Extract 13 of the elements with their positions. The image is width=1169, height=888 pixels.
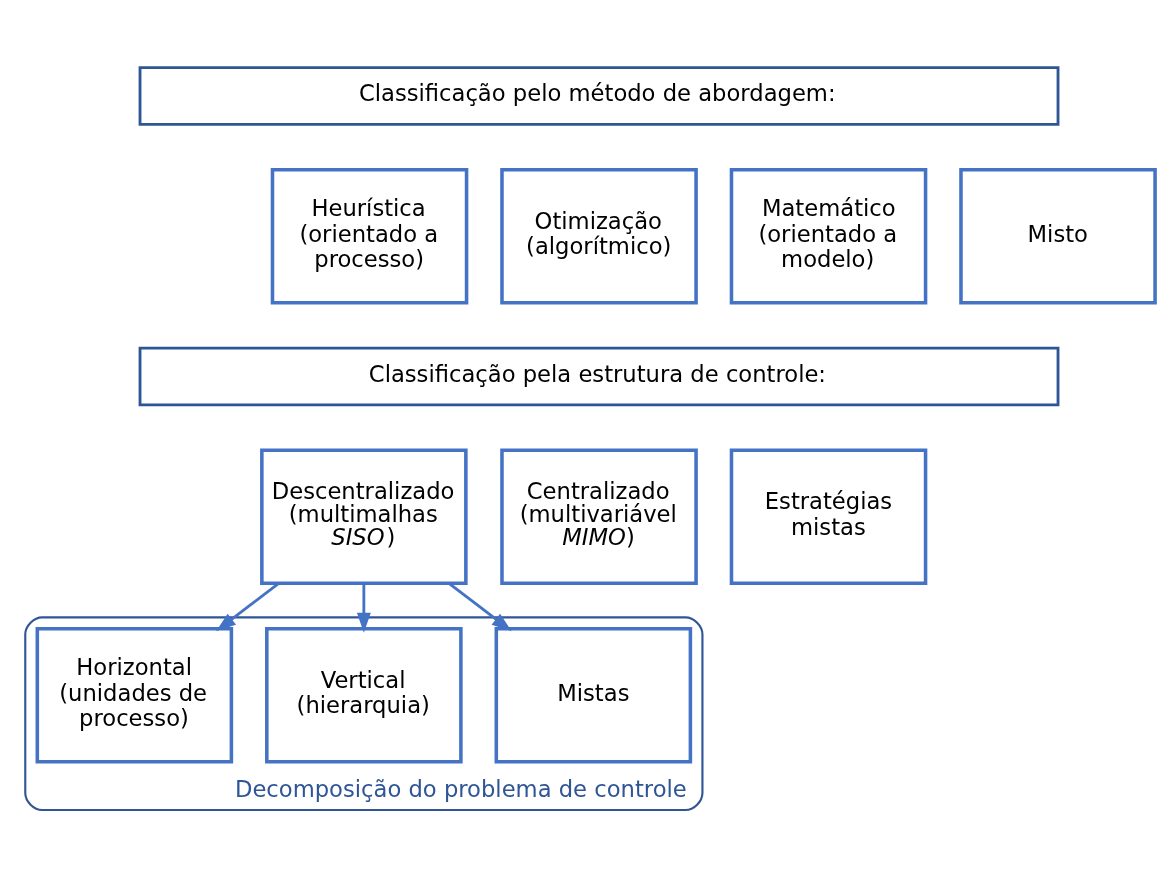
node-box: Centralizado (multivariável MIMO) xyxy=(500,447,698,585)
node-box: Classificação pela estrutura de controle: xyxy=(138,346,1060,406)
node-box: Heurística (orientado a processo) xyxy=(270,167,469,305)
node-box: Descentralizado (multimalhas SISO) xyxy=(260,447,468,585)
arrow xyxy=(356,583,371,633)
node-box: Horizontal (unidades de processo) xyxy=(35,626,234,764)
node-box: Vertical (hierarquia) xyxy=(265,626,463,764)
node-box: Otimização (algorítmico) xyxy=(500,167,698,305)
node-box: Classificação pelo método de abordagem: xyxy=(138,65,1060,126)
node-box: Misto xyxy=(959,167,1157,305)
node-box: Estratégias mistas xyxy=(729,447,928,585)
node-box: Mistas xyxy=(494,626,693,764)
node-box: Matemático (orientado a modelo) xyxy=(729,167,928,305)
